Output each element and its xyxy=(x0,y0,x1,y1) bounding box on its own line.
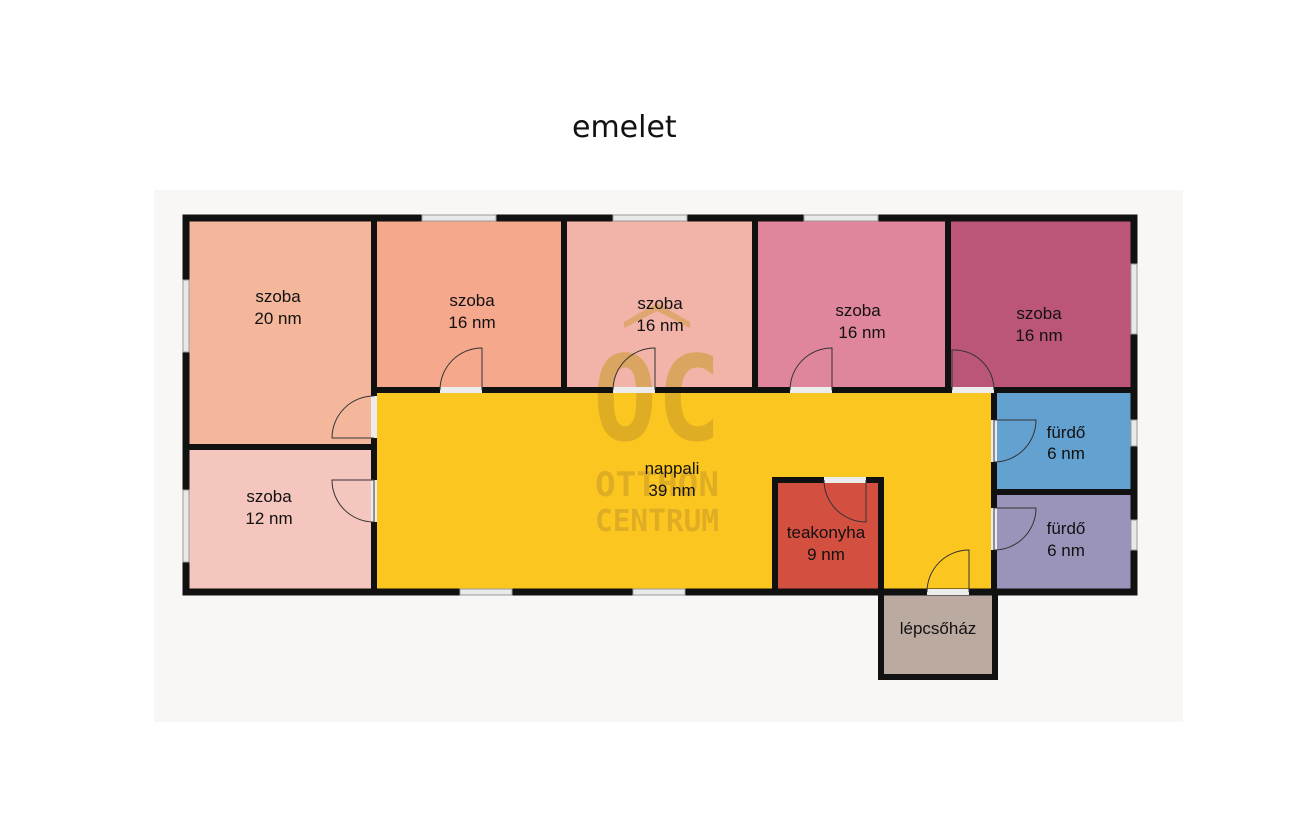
window xyxy=(803,214,879,222)
room-fill-furdo-2 xyxy=(994,492,1134,592)
door-swing xyxy=(789,347,833,391)
window xyxy=(182,279,190,353)
door-gap xyxy=(952,387,994,393)
room-area: 9 nm xyxy=(807,545,845,564)
window xyxy=(632,588,686,596)
doors xyxy=(331,347,1037,595)
room-fill-szoba-16-a xyxy=(374,218,564,390)
door-swing xyxy=(612,347,656,391)
door-swing xyxy=(331,395,375,439)
watermark-line3: CENTRUM xyxy=(595,504,719,539)
room-name: szoba xyxy=(637,294,683,313)
room-area: 16 nm xyxy=(1015,326,1062,345)
room-fill-szoba-16-b xyxy=(564,218,755,390)
door-swing xyxy=(823,479,867,523)
room-name: lépcsőház xyxy=(900,619,977,638)
room-area: 20 nm xyxy=(254,309,301,328)
window xyxy=(1130,263,1138,335)
door-gap xyxy=(927,589,969,595)
room-name: szoba xyxy=(449,291,495,310)
room-fill-szoba-20 xyxy=(186,218,374,447)
room-area: 39 nm xyxy=(648,481,695,500)
room-name: szoba xyxy=(246,487,292,506)
door-swing xyxy=(926,549,970,593)
room-fill-furdo-1 xyxy=(994,390,1134,492)
windows xyxy=(182,214,1138,596)
wall-segment xyxy=(878,589,998,680)
door-gap xyxy=(790,387,832,393)
floor-title: emelet xyxy=(572,110,677,145)
window xyxy=(421,214,497,222)
window xyxy=(459,588,513,596)
room-area: 6 nm xyxy=(1047,444,1085,463)
door-gap xyxy=(371,396,377,438)
room-fill-lepcsohaz xyxy=(881,592,995,677)
room-area: 12 nm xyxy=(245,509,292,528)
window xyxy=(1130,419,1138,447)
watermark-roof-icon xyxy=(624,303,690,328)
room-area: 6 nm xyxy=(1047,541,1085,560)
door-swing xyxy=(993,507,1037,551)
room-name: teakonyha xyxy=(787,523,866,542)
window xyxy=(182,489,190,563)
room-name: szoba xyxy=(255,287,301,306)
door-swing xyxy=(331,479,375,523)
door-swing xyxy=(993,419,1037,463)
room-name: szoba xyxy=(1016,304,1062,323)
door-swing xyxy=(951,349,995,391)
room-fill-szoba-16-c xyxy=(755,218,948,390)
door-gap xyxy=(824,477,866,483)
room-fill-nappali xyxy=(374,390,994,592)
door-gap xyxy=(613,387,655,393)
room-name: nappali xyxy=(645,459,700,478)
watermark-line1: OC xyxy=(593,330,721,468)
window xyxy=(1130,519,1138,551)
room-labels: szoba 20 nm szoba 16 nm szoba 16 nm szob… xyxy=(245,287,1085,638)
watermark-logo: OC OTTHON CENTRUM xyxy=(593,303,721,539)
room-name: szoba xyxy=(835,301,881,320)
window xyxy=(612,214,688,222)
room-name: fürdő xyxy=(1047,423,1086,442)
room-area: 16 nm xyxy=(448,313,495,332)
room-fill-szoba-16-d xyxy=(948,218,1134,390)
door-gap xyxy=(440,387,482,393)
room-area: 16 nm xyxy=(838,323,885,342)
room-fill-szoba-12 xyxy=(186,447,374,592)
room-name: fürdő xyxy=(1047,519,1086,538)
room-area: 16 nm xyxy=(636,316,683,335)
room-fills xyxy=(186,218,1134,677)
door-swing xyxy=(439,347,483,391)
watermark-line2: OTTHON xyxy=(595,465,719,505)
